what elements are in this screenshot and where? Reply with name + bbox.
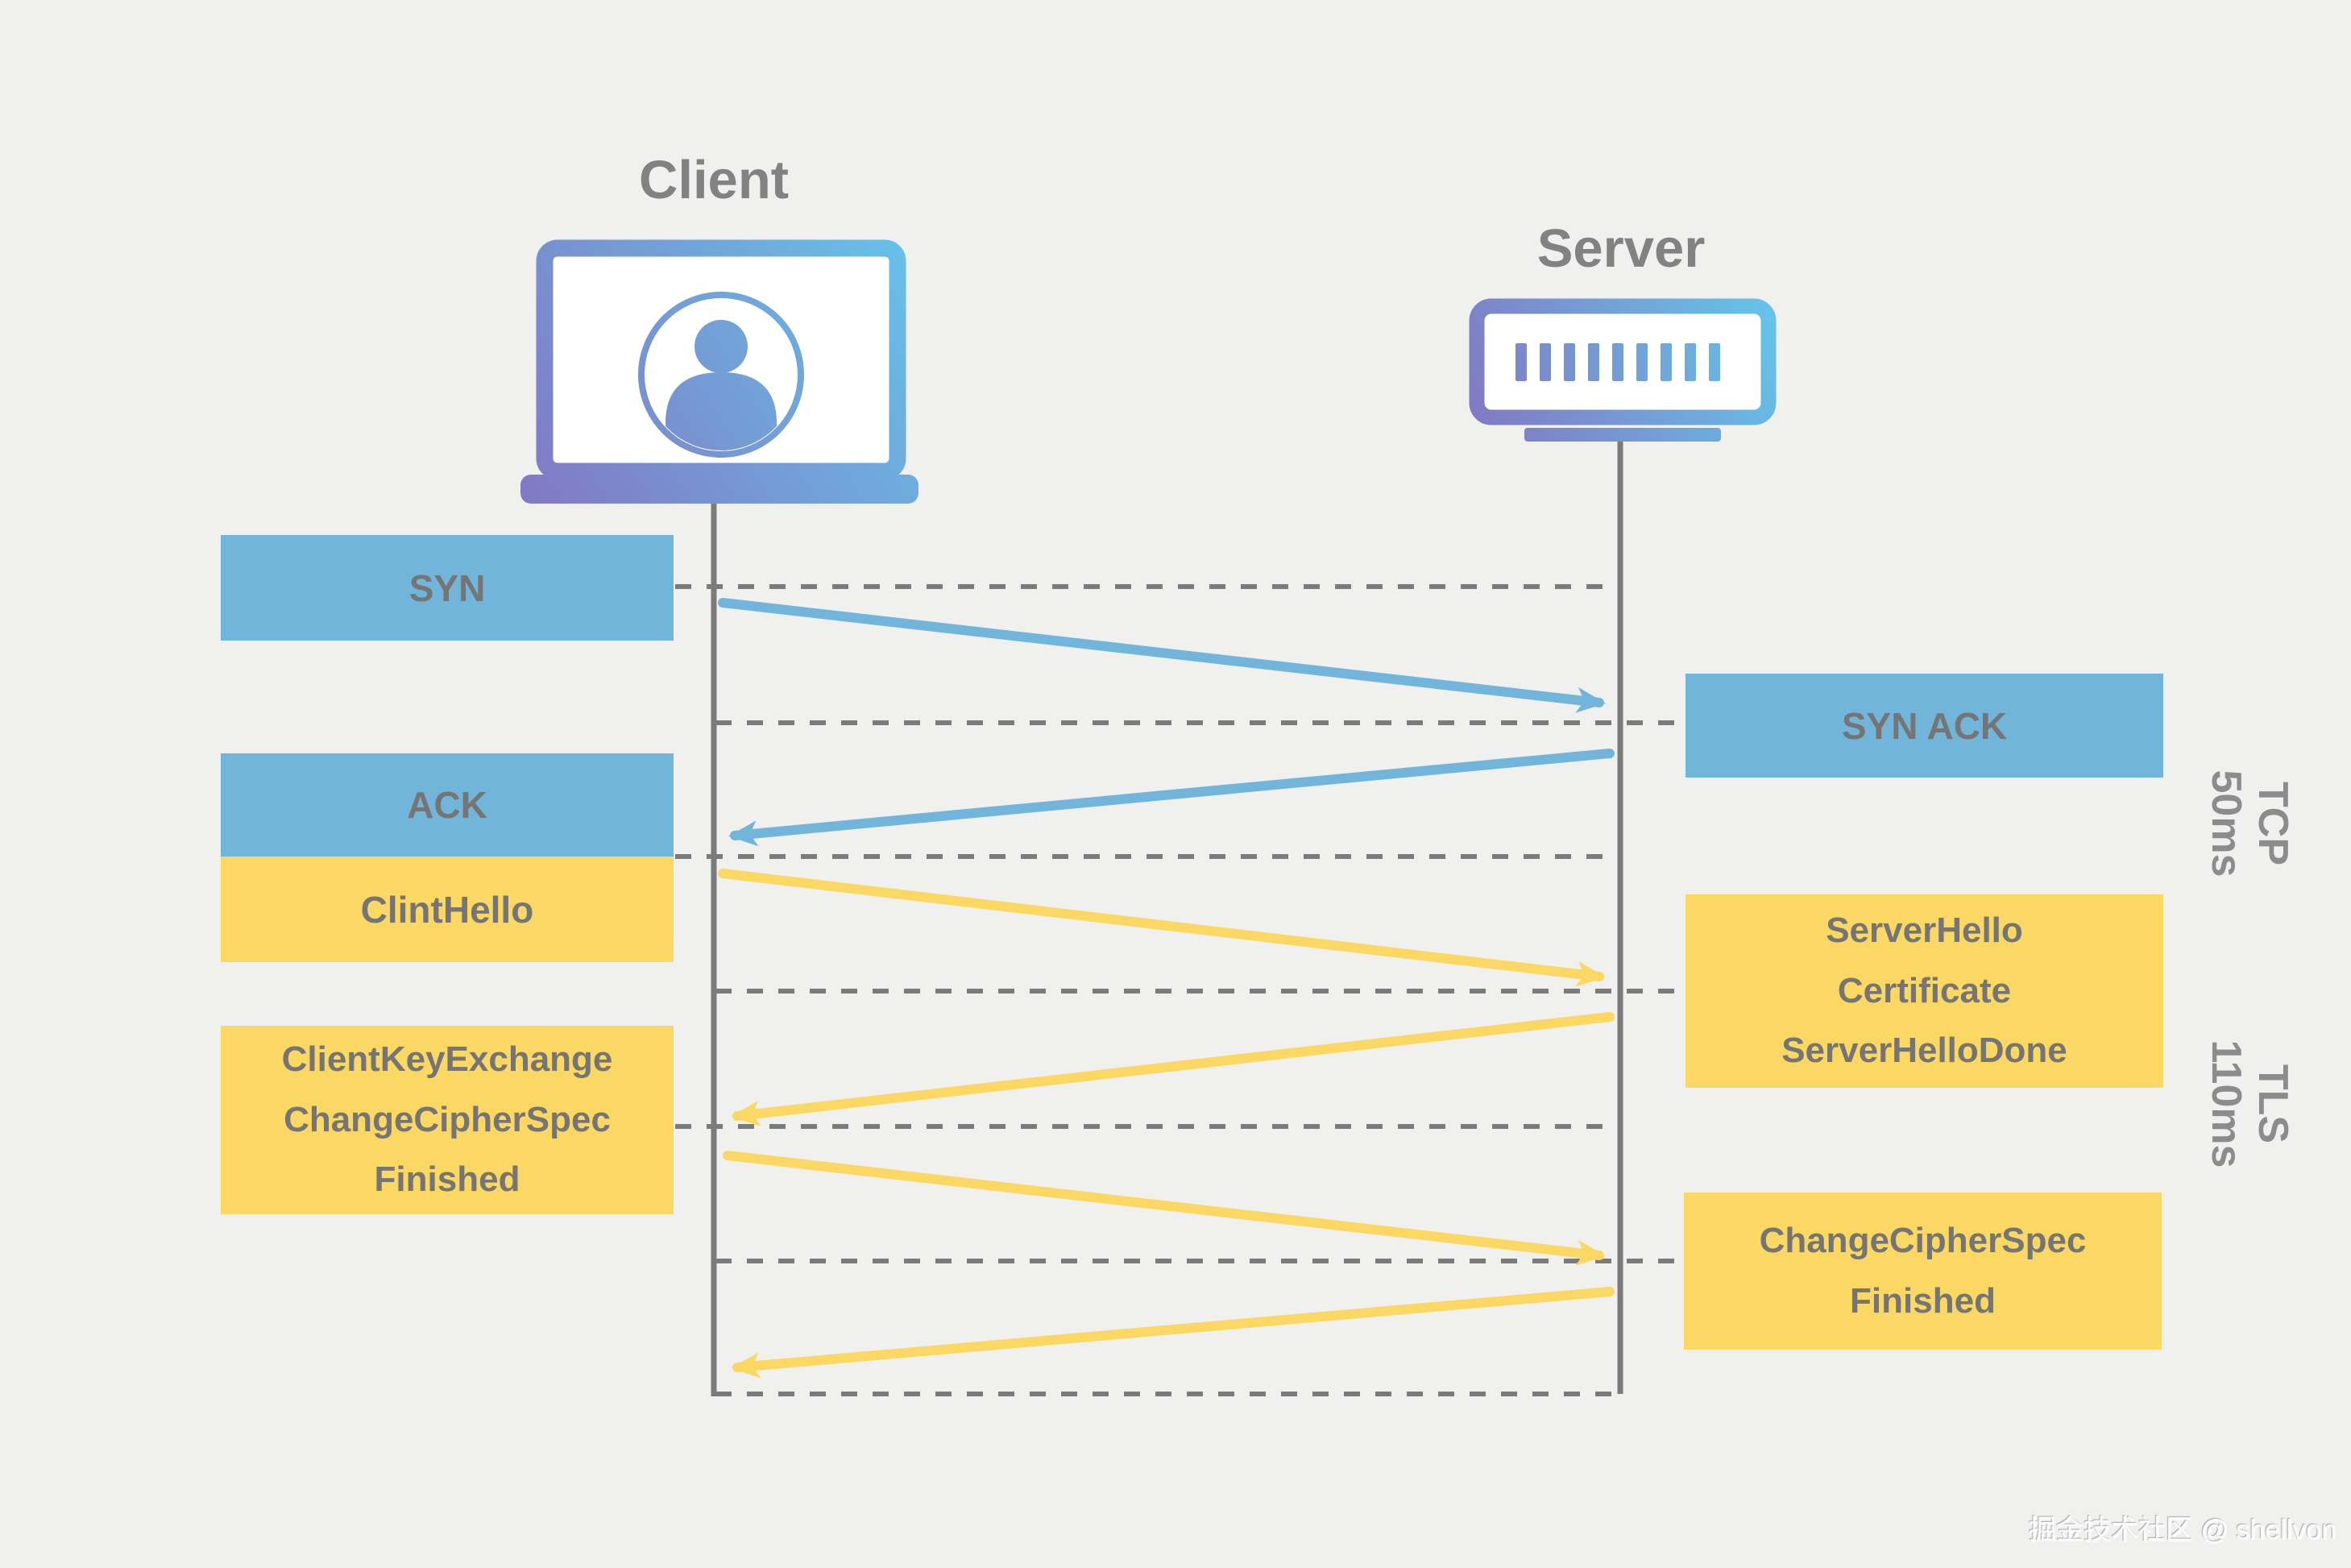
server-hello-arrow	[731, 1012, 1615, 1126]
client-key-exchange-arrow	[723, 1151, 1606, 1266]
laptop-icon	[520, 239, 918, 504]
tcp-phase-name: TCP	[2249, 782, 2297, 865]
client-title: Client	[638, 150, 790, 210]
server-slots	[1516, 343, 1720, 381]
server-stand	[1524, 428, 1721, 442]
change-cipher-spec-box: ChangeCipherSpec Finished	[1684, 1193, 2162, 1350]
client-hello-arrow	[718, 869, 1606, 987]
ack-box: ACK	[221, 753, 674, 857]
message-arrows	[718, 598, 1615, 1379]
client-hello-box: ClintHello	[221, 857, 674, 962]
tls-phase-duration: 110ms	[2203, 1039, 2249, 1168]
tls-phase-label: TLS 110ms	[2203, 1039, 2296, 1168]
server-hello-box: ServerHello Certificate ServerHelloDone	[1686, 894, 2163, 1088]
client-key-exchange-box: ClientKeyExchange ChangeCipherSpec Finis…	[221, 1026, 674, 1214]
user-avatar-circle	[638, 292, 804, 458]
dashed-time-rows	[675, 584, 1684, 1396]
tcp-phase-label: TCP 50ms	[2203, 770, 2296, 877]
syn-ack-arrow	[728, 749, 1615, 847]
user-head	[695, 320, 748, 373]
change-cipher-spec-arrow	[731, 1287, 1615, 1379]
tls-phase-name: TLS	[2249, 1064, 2297, 1144]
laptop-base	[520, 475, 918, 504]
server-icon	[1469, 298, 1777, 442]
server-title: Server	[1536, 218, 1706, 279]
syn-box: SYN	[221, 535, 674, 641]
user-body	[665, 372, 777, 450]
tcp-phase-duration: 50ms	[2203, 769, 2249, 877]
syn-arrow	[718, 598, 1606, 713]
watermark: 掘金技术社区 @ shellvon	[2028, 1515, 2336, 1545]
syn-ack-box: SYN ACK	[1686, 674, 2163, 778]
